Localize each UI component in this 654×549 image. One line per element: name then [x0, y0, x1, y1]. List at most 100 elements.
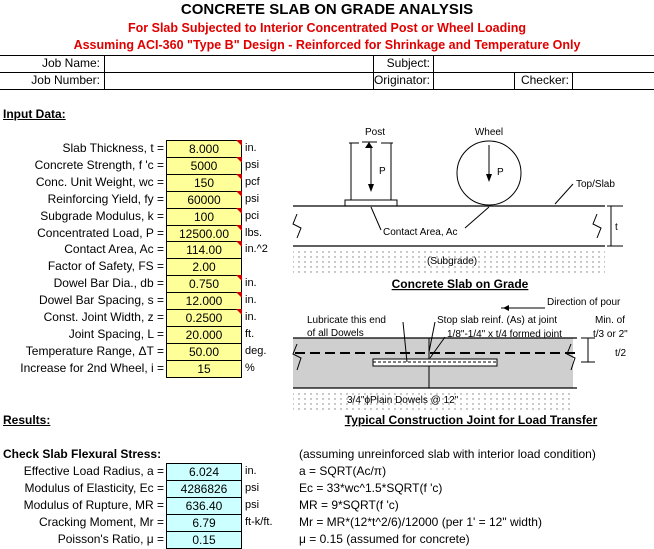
input-value-cell[interactable]: 12.000 — [166, 292, 242, 310]
result-formula: a = SQRT(Ac/π) — [299, 464, 387, 478]
slab-on-grade-diagram: Post Wheel P P Top/Slab t Contact Area, … — [292, 127, 623, 291]
top-slab-label: Top/Slab — [576, 179, 615, 190]
stop-slab-label: Stop slab reinf. (As) at joint — [437, 315, 557, 326]
input-value-cell[interactable]: 8.000 — [166, 140, 242, 158]
wheel-load-p: P — [497, 167, 504, 178]
input-unit: % — [245, 362, 255, 374]
input-value-cell[interactable]: 100 — [166, 208, 242, 226]
input-label: Factor of Safety, FS = — [47, 259, 164, 273]
min-of-label: Min. of — [595, 315, 625, 326]
result-formula: Ec = 33*wc^1.5*SQRT(f 'c) — [299, 481, 443, 495]
comment-indicator[interactable] — [236, 292, 242, 298]
input-label: Contact Area, Ac = — [64, 242, 164, 256]
comment-indicator[interactable] — [236, 275, 242, 281]
input-label: Concrete Strength, f 'c = — [34, 158, 164, 172]
comment-indicator[interactable] — [236, 191, 242, 197]
input-label: Temperature Range, ΔT = — [25, 344, 164, 358]
input-value-cell[interactable]: 60000 — [166, 191, 242, 209]
subject-label: Subject: — [386, 56, 430, 70]
comment-indicator[interactable] — [236, 309, 242, 315]
result-label: Modulus of Elasticity, Ec = — [24, 481, 165, 495]
lubricate-label-2: of all Dowels — [307, 328, 364, 339]
page-title: CONCRETE SLAB ON GRADE ANALYSIS — [180, 1, 474, 18]
input-label: Subgrade Modulus, k = — [40, 209, 164, 223]
construction-joint-diagram: Direction of pour Lubricate this end of … — [292, 297, 628, 427]
comment-indicator[interactable] — [236, 157, 242, 163]
result-label: Modulus of Rupture, MR = — [23, 498, 164, 512]
post-label: Post — [365, 127, 385, 138]
post-load-p: P — [379, 166, 386, 177]
input-label: Dowel Bar Dia., db = — [53, 276, 164, 290]
input-label: Dowel Bar Spacing, s = — [38, 293, 164, 307]
job-number-label: Job Number: — [31, 73, 100, 87]
result-unit: psi — [245, 482, 260, 494]
input-unit: in.^2 — [245, 243, 268, 255]
input-unit: in. — [245, 142, 257, 154]
originator-label: Originator: — [373, 73, 430, 87]
subgrade-label: (Subgrade) — [427, 256, 477, 267]
comment-indicator[interactable] — [236, 174, 242, 180]
result-formula: Mr = MR*(12*t^2/6)/12000 (per 1' = 12" w… — [299, 515, 542, 529]
input-label: Const. Joint Width, z = — [43, 310, 164, 324]
input-value-cell[interactable]: 150 — [166, 174, 242, 192]
subtitle-design: Assuming ACI-360 "Type B" Design - Reinf… — [73, 38, 581, 52]
input-label: Increase for 2nd Wheel, i = — [20, 361, 164, 375]
flexural-note: (assuming unreinforced slab with interio… — [299, 447, 596, 461]
plain-dowels-label: 3/4"ϕPlain Dowels @ 12" — [347, 395, 459, 406]
t3-or-2-label: t/3 or 2" — [593, 329, 628, 340]
lubricate-label-1: Lubricate this end — [307, 315, 386, 326]
slab-diagram-caption: Concrete Slab on Grade — [392, 277, 529, 291]
input-unit: lbs. — [245, 227, 263, 239]
direction-of-pour-label: Direction of pour — [547, 297, 621, 308]
input-unit: psi — [245, 159, 260, 171]
comment-indicator[interactable] — [236, 208, 242, 214]
input-label: Slab Thickness, t = — [62, 141, 165, 155]
input-unit: in. — [245, 311, 257, 323]
input-label: Concentrated Load, P = — [37, 226, 164, 240]
t2-label: t/2 — [615, 348, 627, 359]
result-value-cell: 0.15 — [166, 531, 242, 549]
checker-label: Checker: — [520, 73, 569, 87]
input-unit: psi — [245, 193, 260, 205]
input-value-cell[interactable]: 2.00 — [166, 258, 242, 276]
result-value-cell: 6.024 — [166, 463, 242, 481]
results-heading: Results: — [3, 413, 51, 427]
comment-indicator[interactable] — [236, 140, 242, 146]
result-value-cell: 636.40 — [166, 497, 242, 515]
input-value-cell[interactable]: 20.000 — [166, 326, 242, 344]
flexural-heading: Check Slab Flexural Stress: — [3, 447, 162, 461]
originator-field[interactable] — [435, 73, 513, 88]
formed-joint-label: 1/8"-1/4" x t/4 formed joint — [447, 329, 562, 340]
input-value-cell[interactable]: 50.00 — [166, 343, 242, 361]
result-label: Effective Load Radius, a = — [23, 464, 164, 478]
job-name-label: Job Name: — [41, 56, 100, 70]
input-unit: pci — [245, 210, 260, 222]
job-name-field[interactable] — [106, 56, 371, 71]
input-value-cell[interactable]: 15 — [166, 360, 242, 378]
job-number-field[interactable] — [106, 73, 371, 88]
checker-field[interactable] — [574, 73, 653, 88]
input-unit: deg. — [245, 345, 267, 357]
result-label: Cracking Moment, Mr = — [38, 515, 164, 529]
result-unit: in. — [245, 465, 257, 477]
thickness-t-label: t — [615, 222, 618, 233]
input-unit: in. — [245, 294, 257, 306]
subtitle-loading: For Slab Subjected to Interior Concentra… — [128, 21, 526, 35]
subject-field[interactable] — [435, 56, 653, 71]
comment-indicator[interactable] — [236, 241, 242, 247]
input-unit: ft. — [245, 328, 255, 340]
input-value-cell[interactable]: 114.00 — [166, 241, 242, 259]
input-value-cell[interactable]: 0.750 — [166, 275, 242, 293]
input-value-cell[interactable]: 5000 — [166, 157, 242, 175]
joint-diagram-caption: Typical Construction Joint for Load Tran… — [345, 413, 598, 427]
result-label: Poisson's Ratio, μ = — [57, 532, 164, 546]
result-value-cell: 6.79 — [166, 514, 242, 532]
comment-indicator[interactable] — [236, 225, 242, 231]
wheel-label: Wheel — [475, 127, 503, 138]
result-unit: psi — [245, 499, 260, 511]
result-unit: ft-k/ft. — [245, 516, 273, 528]
input-value-cell[interactable]: 0.2500 — [166, 309, 242, 327]
input-unit: pcf — [245, 176, 260, 188]
input-unit: in. — [245, 277, 257, 289]
input-label: Joint Spacing, L = — [68, 327, 164, 341]
